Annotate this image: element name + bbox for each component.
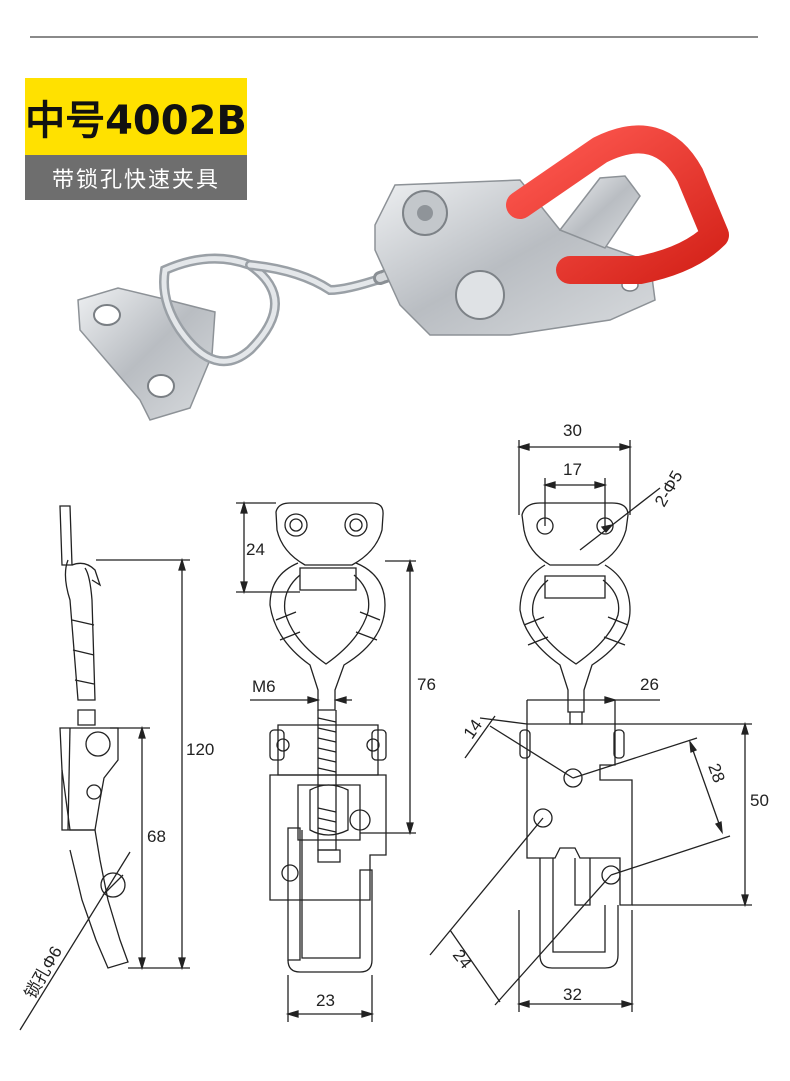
front-view [269,502,387,973]
rear-dimensions [429,440,752,1012]
side-view [59,505,129,969]
model-badge: 中号4002B [25,78,247,155]
dim-30: 30 [563,421,582,440]
side-dimensions [19,557,190,1031]
dim-32: 32 [563,985,582,1004]
red-handle [506,125,729,284]
dim-24-diag: 24 [449,946,476,973]
dim-28: 28 [704,761,728,785]
front-dimensions [236,500,416,1022]
left-mounting-plate [77,287,216,421]
dim-m6: M6 [252,677,276,696]
dim-2-phi5: 2-Φ5 [651,467,687,510]
dim-68: 68 [147,827,166,846]
dim-76: 76 [417,675,436,694]
top-divider [30,36,758,38]
dim-24-top: 24 [246,540,265,559]
dim-23: 23 [316,991,335,1010]
dim-50: 50 [750,791,769,810]
dim-120: 120 [186,740,214,759]
model-name: 中号4002B [25,97,247,144]
dim-14: 14 [460,716,486,742]
dim-17: 17 [563,460,582,479]
clamp-body [374,175,656,336]
subtitle-badge: 带锁孔快速夹具 [25,155,247,200]
dim-26: 26 [640,675,659,694]
product-subtitle: 带锁孔快速夹具 [51,167,220,193]
rear-view [519,502,633,969]
dimension-labels: 120 68 锁孔Φ6 24 M6 76 23 30 17 2-Φ5 26 14… [21,421,769,1010]
